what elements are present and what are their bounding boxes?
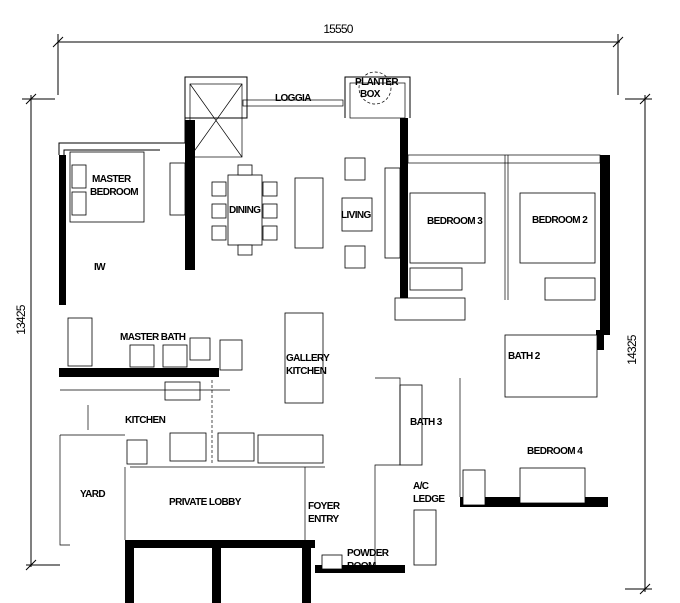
label-foyer-entry-1: FOYER <box>308 501 341 512</box>
label-bedroom-3: BEDROOM 3 <box>427 216 483 227</box>
room-labels: LOGGIA PLANTER BOX MASTER BEDROOM IW DIN… <box>80 77 589 572</box>
label-loggia: LOGGIA <box>275 93 311 104</box>
furniture <box>59 151 598 570</box>
label-bath-3: BATH 3 <box>410 417 443 428</box>
label-private-lobby: PRIVATE LOBBY <box>169 497 242 508</box>
label-ac-ledge-1: A/C <box>413 481 429 492</box>
width-dimension: 15550 <box>323 22 353 36</box>
label-planter-box-2: BOX <box>360 89 381 100</box>
label-powder-room-1: POWDER <box>347 548 390 559</box>
label-master-bedroom-1: MASTER <box>92 174 132 185</box>
label-planter-box-1: PLANTER <box>355 77 399 88</box>
label-walk-in: IW <box>94 262 106 273</box>
label-bedroom-4: BEDROOM 4 <box>527 446 583 457</box>
label-foyer-entry-2: ENTRY <box>308 514 339 525</box>
dimension-lines <box>22 34 652 595</box>
label-gallery-kitchen-1: GALLERY <box>286 353 330 364</box>
label-bedroom-2: BEDROOM 2 <box>532 215 588 226</box>
label-powder-room-2: ROOM <box>347 561 376 572</box>
label-dining: DINING <box>229 205 261 216</box>
label-kitchen: KITCHEN <box>125 415 166 426</box>
label-gallery-kitchen-2: KITCHEN <box>286 366 327 377</box>
left-height-dimension: 13425 <box>14 304 28 334</box>
label-living: LIVING <box>341 210 372 221</box>
label-bath-2: BATH 2 <box>508 351 541 362</box>
label-ac-ledge-2: LEDGE <box>413 494 445 505</box>
right-height-dimension: 14325 <box>625 334 639 364</box>
label-master-bath: MASTER BATH <box>120 332 186 343</box>
label-master-bedroom-2: BEDROOM <box>90 187 138 198</box>
label-yard: YARD <box>80 489 105 500</box>
